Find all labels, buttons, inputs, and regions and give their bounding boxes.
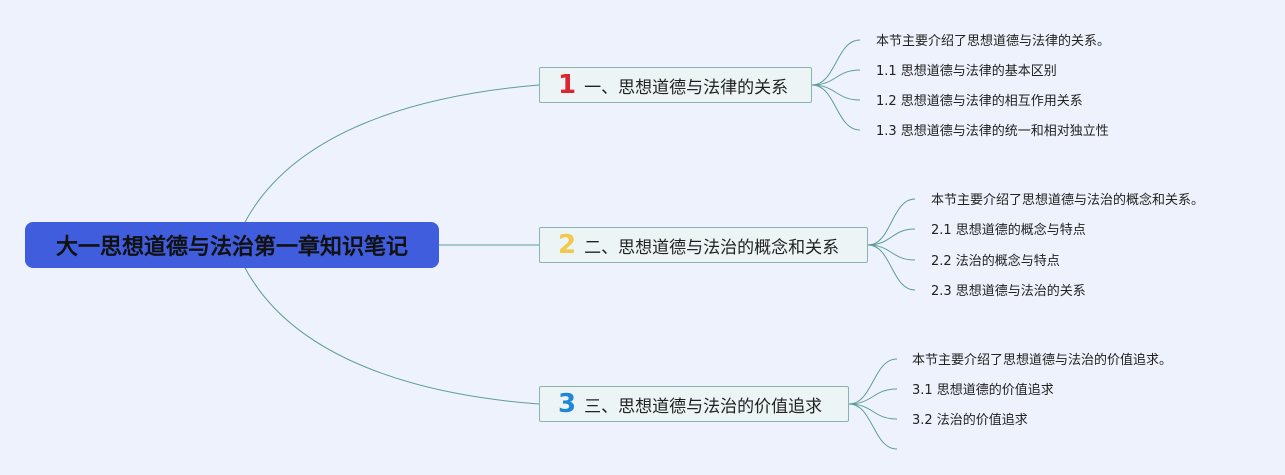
connector-branch-1-leaf-3 [811,84,861,131]
connector-root-branch-3 [241,261,540,405]
connector-branch-2-leaf-3 [867,244,916,291]
leaf-1-0[interactable]: 本节主要介绍了思想道德与法律的关系。 [876,34,1111,49]
connector-branch-3-leaf-0 [848,358,898,405]
connector-branch-2-leaf-0 [867,198,916,246]
branch-label-1: 一、思想道德与法律的关系 [584,77,789,98]
branch-node-3[interactable]: 3 三、思想道德与法治的价值追求 [539,386,849,422]
root-title: 大一思想道德与法治第一章知识笔记 [55,235,408,260]
connector-branch-3-leaf-3 [848,403,898,450]
root-node[interactable]: 大一思想道德与法治第一章知识笔记 [25,222,439,268]
branch-label-2: 二、思想道德与法治的概念和关系 [584,237,840,258]
connector-branch-2-leaf-1 [867,228,916,246]
leaf-1-1[interactable]: 1.1 思想道德与法律的基本区别 [876,64,1057,79]
leaf-3-0[interactable]: 本节主要介绍了思想道德与法治的价值追求。 [912,353,1173,368]
connector-branch-2-leaf-2 [867,244,916,261]
connector-root-branch-1 [241,84,540,229]
leaf-3-2[interactable]: 3.2 法治的价值追求 [912,413,1028,428]
branch-node-1[interactable]: 1 一、思想道德与法律的关系 [539,67,812,103]
number-badge-3: 3 [558,389,577,419]
leaf-2-1[interactable]: 2.1 思想道德的概念与特点 [931,223,1086,238]
number-badge-2: 2 [558,230,577,260]
connector-branch-1-leaf-0 [811,39,861,86]
leaf-1-3[interactable]: 1.3 思想道德与法律的统一和相对独立性 [876,124,1109,139]
leaf-3-1[interactable]: 3.1 思想道德的价值追求 [912,383,1054,398]
connector-branch-3-leaf-2 [848,403,898,420]
connector-branch-1-leaf-2 [811,84,861,101]
number-badge-1: 1 [558,70,577,100]
leaf-2-2[interactable]: 2.2 法治的概念与特点 [931,254,1060,269]
branch-node-2[interactable]: 2 二、思想道德与法治的概念和关系 [539,227,868,263]
leaf-2-0[interactable]: 本节主要介绍了思想道德与法治的概念和关系。 [931,193,1205,208]
branch-label-3: 三、思想道德与法治的价值追求 [584,396,823,417]
leaf-2-3[interactable]: 2.3 思想道德与法治的关系 [931,284,1086,299]
connector-branch-3-leaf-1 [848,388,898,405]
connector-branch-1-leaf-1 [811,69,861,86]
leaf-1-2[interactable]: 1.2 思想道德与法律的相互作用关系 [876,94,1083,109]
